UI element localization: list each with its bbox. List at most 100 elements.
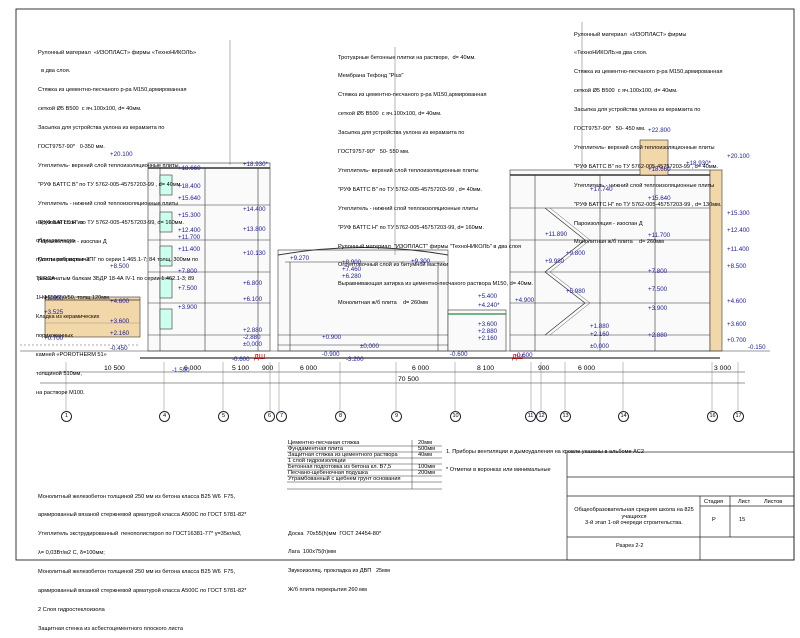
gym-floor-line: Доска 70х55(h)мм ГОСТ 24454-80* <box>288 530 382 537</box>
level-mark: +11.400 <box>727 246 750 253</box>
dim: 6 000 <box>184 365 202 372</box>
level-mark: +18.930* <box>686 160 711 167</box>
layer-line: Пароизоляция - изоспан Д <box>38 238 107 245</box>
header-stage: Стадия <box>704 499 724 505</box>
level-mark: +6.800 <box>243 280 263 287</box>
level-mark: +3.600 <box>110 318 130 325</box>
gym-floor-line: Ж/б плита перекрытия 260 мм <box>288 587 367 594</box>
right-main-block <box>509 139 723 352</box>
level-mark: +9.980 <box>545 258 565 265</box>
axis-bubble: 6 <box>264 411 275 422</box>
layer-line: Утеплитель - нижний слой теплоизоляционн… <box>574 182 715 189</box>
wall-line: на растворе М100. <box>36 389 85 396</box>
level-mark: +15.300 <box>727 210 750 217</box>
level-mark: +18.660 <box>178 165 201 172</box>
axis-bubble: 10 <box>450 411 461 422</box>
layer-line: Плиты ребристые 2ПГ по серии 1.465.1-7; … <box>38 257 199 264</box>
layer-line: «ТехноНИКОЛЬ»в два слоя. <box>574 50 648 57</box>
level-mark: +12.400 <box>178 227 201 234</box>
level-mark: +15.640 <box>178 195 201 202</box>
floor-line: армированный вязаной стержневой арматуро… <box>38 588 247 595</box>
layer-line: сеткой Ø5 В500 с яч.100х100, d= 40мм. <box>574 88 678 95</box>
wall-line: облицовочного <box>36 238 75 245</box>
layer-line: в два слоя. <box>38 68 71 75</box>
gym-floor-line: Звукоизоляц. прокладка из ДВП 25мм <box>288 568 390 575</box>
dim: 3 000 <box>714 365 732 372</box>
axis-bubble: 1 <box>61 411 72 422</box>
level-mark: ±0,000 <box>243 341 262 348</box>
roof-layers-right: Рулонный материал «ИЗОПЛАСТ» фирмы «Техн… <box>574 19 723 252</box>
section-mark: ДШ <box>254 354 266 361</box>
overall-dim: 70 500 <box>398 376 419 383</box>
layer-line: "РУФ БАТТС В" по ТУ 5762-005-45757203-99… <box>574 163 719 170</box>
level-mark: +2.880 <box>478 328 498 335</box>
layer-line: Выравнивающая затирка из цементно-песчан… <box>338 281 533 288</box>
level-mark: +9.800 <box>566 250 586 257</box>
level-mark: +12.400 <box>727 227 750 234</box>
level-mark: +8.500 <box>727 263 747 270</box>
level-mark: +5.000 <box>44 295 64 302</box>
axis-bubble: 14 <box>618 411 629 422</box>
remark-line: * Отметки в воронках или минимальные <box>446 467 551 474</box>
level-mark: +11.700 <box>648 232 671 239</box>
level-mark: +4.240* <box>478 302 500 309</box>
level-mark: ±0,000 <box>590 343 609 350</box>
level-mark: +7.800 <box>648 268 668 275</box>
level-mark: +9.270 <box>290 255 310 262</box>
level-mark: +18.400 <box>178 183 201 190</box>
level-mark: +3.600 <box>478 321 498 328</box>
floor-line: 2 Слоя гидростеклоизола <box>38 606 105 613</box>
level-mark: +2.880 <box>648 332 668 339</box>
axis-bubble: 5 <box>218 411 229 422</box>
level-mark: +20.100 <box>727 153 750 160</box>
level-mark: +7.460 <box>342 266 362 273</box>
sheet-name: Разрез 2-2 <box>616 543 644 549</box>
layer-line: Засыпка для устройства уклона из керамзи… <box>574 107 701 114</box>
layer-line: Утеплитель - нижний слой теплоизоляционн… <box>38 200 179 207</box>
layer-line: Утеплитель - нижний слой теплоизоляционн… <box>338 205 479 212</box>
axis-bubble: 8 <box>335 411 346 422</box>
level-mark: +3.525 <box>44 309 64 316</box>
level-mark: +0.700 <box>727 337 747 344</box>
layer-line: "РУФ БАТТС Н" по ТУ 5762-005-45757203-99… <box>338 224 484 231</box>
level-mark: +1.880 <box>590 323 610 330</box>
level-mark: +0.700 <box>44 335 64 342</box>
level-mark: +9.300 <box>411 258 431 265</box>
wall-line: Кладка из керамических <box>36 314 100 321</box>
layer-line: Рулонный материал "ИЗОПЛАСТ" фирмы "Техн… <box>338 243 522 250</box>
level-mark: +4.600 <box>727 298 747 305</box>
level-mark: -0.900 <box>322 351 340 358</box>
layer-line: Тротуарные бетонные плитки на растворе, … <box>338 54 476 61</box>
level-mark: +11.890 <box>545 231 568 238</box>
floor-line: армированный вязаной стержневой арматуро… <box>38 512 247 519</box>
floor-line: Утеплитель экструдированный пенополистир… <box>38 531 242 538</box>
level-mark: +7.500 <box>178 285 198 292</box>
stage-value: Р <box>712 517 716 523</box>
level-mark: +3.600 <box>727 321 747 328</box>
level-mark: +15.640 <box>648 195 671 202</box>
layer-line: сеткой Ø5 В500 с яч.100х100, d= 40мм. <box>338 111 442 118</box>
layer-line: ГОСТ9757-90* 0-350 мм. <box>38 144 105 151</box>
axis-bubble: 16 <box>707 411 718 422</box>
floor-table-row: Утрамбованный с щебнем грунт основания <box>288 476 401 482</box>
axis-bubble: 17 <box>733 411 744 422</box>
level-mark: +2.160 <box>478 335 498 342</box>
layer-line: Монолитная ж/б плита d= 260мм <box>338 300 428 307</box>
dim: 900 <box>538 365 550 372</box>
floor-layers-left: Монолитный железобетон толщиной 250 мм и… <box>38 481 246 638</box>
layer-line: Стяжка из цементно-песчаного р-ра М150,а… <box>574 69 723 76</box>
level-mark: +11.400 <box>178 246 201 253</box>
layer-line: Мембрана Тефонд "Plus" <box>338 73 404 80</box>
wall-line: 1НФ150/2,0/50, толщ.120мм. <box>36 295 111 302</box>
level-mark: +15.300 <box>178 212 201 219</box>
connector-block <box>447 309 507 352</box>
axis-bubble: 7 <box>276 411 287 422</box>
dim: 900 <box>262 365 274 372</box>
layer-line: "РУФ БАТТС В" по ТУ 5762-005-45757203-99… <box>338 186 483 193</box>
floor-gym-layers: Доска 70х55(h)мм ГОСТ 24454-80* Лага 100… <box>288 518 390 600</box>
level-mark: +3.900 <box>178 304 198 311</box>
axis-bubble: 11 <box>525 411 536 422</box>
